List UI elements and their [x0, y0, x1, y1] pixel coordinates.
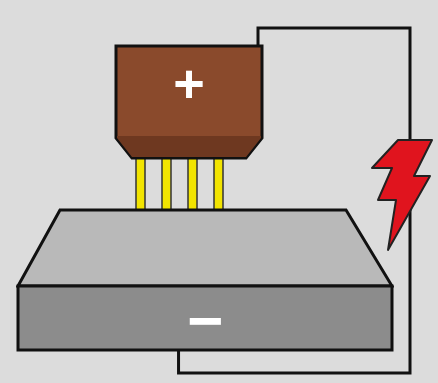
polarity-sign: +	[114, 44, 264, 110]
electrode-block: +	[114, 44, 264, 160]
workpiece-slab: −	[16, 208, 394, 352]
bolt-symbol	[372, 140, 432, 250]
polarity-sign: −	[16, 208, 394, 352]
